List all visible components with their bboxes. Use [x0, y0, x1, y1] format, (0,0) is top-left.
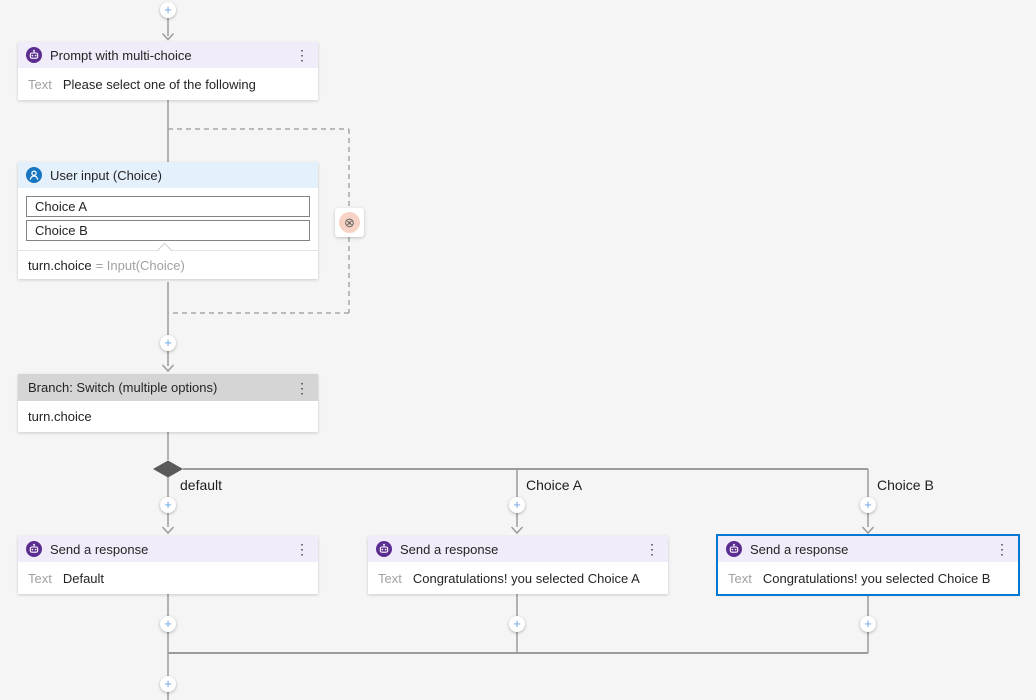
branch-condition-value: turn.choice	[28, 409, 92, 424]
assignment-expression: = Input(Choice)	[95, 257, 185, 273]
response-node-header: Send a response ⋮	[368, 536, 668, 562]
bot-icon	[26, 47, 42, 63]
bot-icon	[726, 541, 742, 557]
prompt-node-header: Prompt with multi-choice ⋮	[18, 42, 318, 68]
response-text-value: Congratulations! you selected Choice B	[762, 570, 991, 586]
add-step-button-after-input[interactable]: +	[160, 335, 176, 351]
bot-icon	[376, 541, 392, 557]
prompt-text-value: Please select one of the following	[62, 76, 256, 92]
add-step-button-after-choice-b[interactable]: +	[860, 616, 876, 632]
prompt-node-title: Prompt with multi-choice	[50, 47, 192, 63]
text-field-label: Text	[378, 570, 402, 586]
response-node-header: Send a response ⋮	[718, 536, 1018, 562]
add-step-button-after-default[interactable]: +	[160, 616, 176, 632]
response-node-header: Send a response ⋮	[18, 536, 318, 562]
response-node-choice-a[interactable]: Send a response ⋮ Text Congratulations! …	[368, 536, 668, 594]
response-node-title: Send a response	[50, 541, 149, 557]
branch-label-choice-a: Choice A	[526, 477, 583, 493]
add-step-button-branch-choice-b[interactable]: +	[860, 497, 876, 513]
branch-node-header: Branch: Switch (multiple options) ⋮	[18, 374, 318, 401]
response-node-title: Send a response	[750, 541, 849, 557]
branch-label-default: default	[180, 477, 223, 493]
add-step-button-bottom[interactable]: +	[160, 676, 176, 692]
prompt-node[interactable]: Prompt with multi-choice ⋮ Text Please s…	[18, 42, 318, 100]
text-field-label: Text	[728, 570, 752, 586]
more-options-button[interactable]: ⋮	[645, 541, 659, 557]
input-assignment-row: turn.choice = Input(Choice)	[18, 242, 318, 279]
response-node-title: Send a response	[400, 541, 499, 557]
assignment-variable: turn.choice	[28, 257, 92, 273]
bot-icon	[26, 541, 42, 557]
branch-diamond	[153, 460, 183, 478]
choice-item-b[interactable]: Choice B	[26, 220, 310, 241]
text-field-label: Text	[28, 570, 52, 586]
more-options-button[interactable]: ⋮	[295, 47, 309, 63]
more-options-button[interactable]: ⋮	[995, 541, 1009, 557]
person-icon	[26, 167, 42, 183]
response-node-default[interactable]: Send a response ⋮ Text Default	[18, 536, 318, 594]
branch-label-choice-b: Choice B	[877, 477, 934, 493]
add-step-button-branch-choice-a[interactable]: +	[509, 497, 525, 513]
text-field-label: Text	[28, 76, 52, 92]
more-options-button[interactable]: ⋮	[295, 379, 309, 396]
branch-node-title: Branch: Switch (multiple options)	[28, 380, 218, 395]
add-step-button-top[interactable]: +	[160, 2, 176, 18]
add-step-button-branch-default[interactable]: +	[160, 497, 176, 513]
retry-loop-indicator[interactable]: ⊗	[335, 208, 364, 237]
branch-switch-node[interactable]: Branch: Switch (multiple options) ⋮ turn…	[18, 374, 318, 432]
add-step-button-after-choice-a[interactable]: +	[509, 616, 525, 632]
response-text-value: Congratulations! you selected Choice A	[412, 570, 640, 586]
response-text-value: Default	[62, 570, 105, 586]
more-options-button[interactable]: ⋮	[295, 541, 309, 557]
user-input-node-title: User input (Choice)	[50, 167, 162, 183]
response-node-choice-b[interactable]: Send a response ⋮ Text Congratulations! …	[716, 534, 1020, 596]
user-input-node-header: User input (Choice)	[18, 162, 318, 188]
loop-icon: ⊗	[339, 212, 360, 233]
user-input-node[interactable]: User input (Choice) Choice A Choice B tu…	[18, 162, 318, 279]
choice-item-a[interactable]: Choice A	[26, 196, 310, 217]
